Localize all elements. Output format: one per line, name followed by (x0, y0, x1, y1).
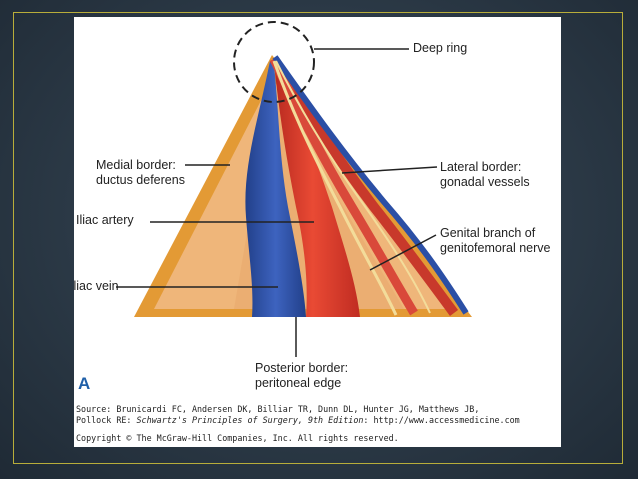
source-line2: Pollock RE: Schwartz's Principles of Sur… (76, 415, 559, 426)
medial-border-line2: ductus deferens (96, 173, 185, 187)
lateral-border-line1: Lateral border: (440, 160, 522, 174)
triangle-diagram (116, 21, 472, 357)
gonadal-vessel-blue (272, 55, 469, 315)
genital-nerve (272, 60, 398, 316)
iliac-artery-label: Iliac artery (76, 213, 134, 227)
source-line1: Source: Brunicardi FC, Andersen DK, Bill… (76, 404, 480, 414)
source-title: Schwartz's Principles of Surgery, 9th Ed… (136, 415, 364, 425)
lateral-border-leader (341, 166, 438, 174)
anatomy-figure: Deep ring Medial border: ductus deferens… (74, 17, 561, 447)
posterior-border-label: Posterior border: peritoneal edge (255, 361, 348, 391)
source-prefix: Pollock RE: (76, 415, 137, 425)
iliac-vein-label: Iliac vein (74, 279, 119, 293)
deep-ring-circle (233, 21, 315, 103)
slide-frame (13, 12, 623, 464)
iliac-vein-shape (245, 61, 306, 317)
copyright-notice: Copyright © The McGraw-Hill Companies, I… (76, 433, 399, 443)
gonadal-vessel-red (269, 56, 459, 316)
genital-branch-line1: Genital branch of (440, 226, 536, 240)
gonadal-vessel-red-2 (269, 57, 418, 316)
genital-branch-label: Genital branch of genitofemoral nerve (440, 226, 550, 256)
genital-branch-leader (369, 234, 437, 271)
nerve-branch (275, 60, 431, 314)
posterior-border-line1: Posterior border: (255, 361, 349, 375)
deep-ring-label: Deep ring (413, 41, 468, 55)
medial-border-label: Medial border: ductus deferens (96, 158, 185, 188)
figure-letter: A (78, 374, 91, 393)
source-citation: Source: Brunicardi FC, Andersen DK, Bill… (76, 404, 559, 426)
genital-branch-line2: genitofemoral nerve (440, 241, 551, 255)
lateral-border-line2: gonadal vessels (440, 175, 530, 189)
posterior-border-line2: peritoneal edge (255, 376, 342, 390)
medial-border-line1: Medial border: (96, 158, 176, 172)
iliac-artery-shape (274, 61, 360, 317)
source-suffix: : http://www.accessmedicine.com (363, 415, 520, 425)
lateral-border-label: Lateral border: gonadal vessels (440, 160, 530, 190)
